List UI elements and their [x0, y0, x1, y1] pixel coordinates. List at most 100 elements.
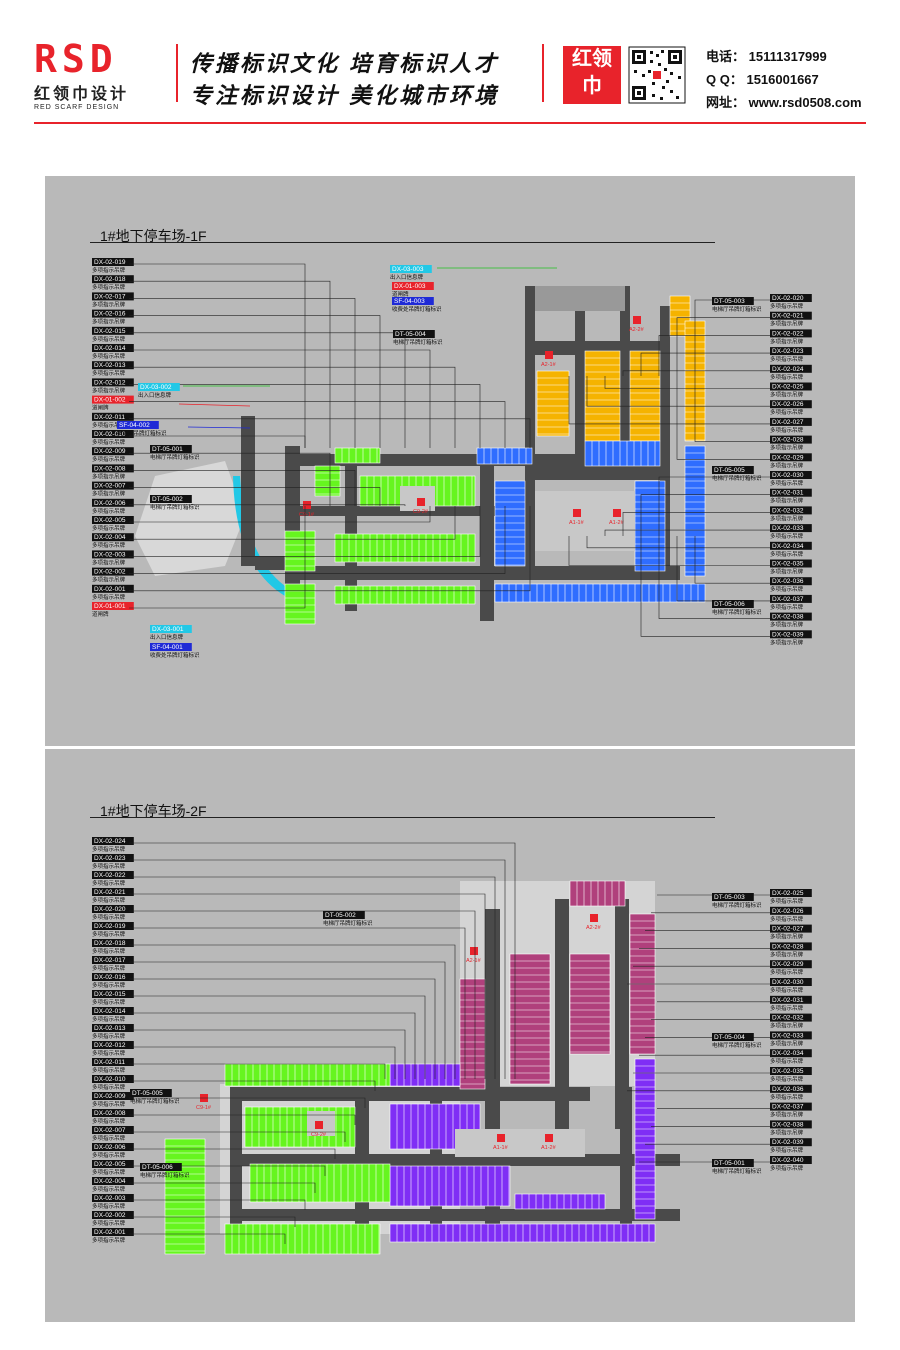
- phone-value: 15111317999: [748, 49, 827, 64]
- leader-line: [640, 536, 770, 637]
- page-header: RSD 红领巾设计 RED SCARF DESIGN 传播标识文化 培育标识人才…: [0, 0, 900, 130]
- sign-description: 多项指示吊牌: [92, 1100, 126, 1108]
- leader-line: [129, 1012, 416, 1079]
- elevator-core-label: C9-2#: [311, 1132, 327, 1138]
- parking-zone: [584, 440, 661, 467]
- leader-line: [129, 506, 306, 609]
- web-value: www.rsd0508.com: [748, 95, 862, 110]
- sign-description: 多项指示吊牌: [92, 1185, 126, 1193]
- leader-line: [694, 376, 770, 442]
- sign-description: 道闸牌: [92, 404, 109, 412]
- sign-code-tag: [92, 447, 134, 456]
- driveway: [575, 286, 585, 476]
- sign-description: 多项指示吊牌: [770, 1022, 804, 1030]
- sign-code-tag: [92, 326, 134, 335]
- sign-code-tag: [150, 495, 192, 503]
- sign-description: 道闸牌: [392, 290, 409, 298]
- sign-description: 多项指示吊牌: [92, 455, 126, 463]
- parking-zone: [389, 1223, 656, 1243]
- sign-code: DX-02-010: [94, 431, 126, 438]
- sign-description: 多项指示吊牌: [770, 568, 804, 576]
- sign-code: DX-02-021: [772, 313, 804, 320]
- sign-description: 多项指示吊牌: [92, 369, 126, 377]
- sign-description: 多项指示吊牌: [92, 472, 126, 480]
- qr-code-icon: [628, 46, 686, 104]
- qq-value: 1516001667: [746, 72, 819, 87]
- sign-description: 多项指示吊牌: [770, 408, 804, 416]
- sign-code: DX-02-024: [772, 366, 804, 373]
- sign-description: 电梯厅吊牌灯箱标识: [712, 305, 762, 313]
- sign-code-tag: [92, 1075, 134, 1083]
- floor-1-plan-drawing: A1-1#A1-2#C9-1#C9-2#A2-1#A2-2#DX-02-019多…: [92, 258, 812, 659]
- stall-divider: [285, 537, 315, 567]
- sign-description: 多项指示吊牌: [92, 1134, 126, 1142]
- logo-chinese-name: 红领巾设计: [34, 86, 130, 103]
- sign-code: DT-05-001: [152, 446, 183, 453]
- sign-description: 出入口信息牌: [390, 273, 424, 281]
- driveway: [620, 1087, 632, 1237]
- sign-code: DX-02-003: [94, 1195, 126, 1202]
- sign-code-tag: [92, 888, 134, 896]
- sign-code: DX-02-008: [94, 1110, 126, 1117]
- sign-code: DX-02-007: [94, 483, 126, 490]
- sign-description: 多项指示吊牌: [770, 514, 804, 522]
- sign-code: DX-01-001: [94, 603, 126, 610]
- sign-description: 多项指示吊牌: [770, 897, 804, 905]
- sign-description: 多项指示吊牌: [770, 933, 804, 941]
- sign-description: 多项指示吊牌: [92, 1202, 126, 1210]
- sign-description: 多项指示吊牌: [92, 1015, 126, 1023]
- sign-description: 收费处吊牌灯箱标识: [150, 651, 200, 659]
- leader-line: [129, 401, 506, 448]
- sign-code: DX-02-035: [772, 561, 804, 568]
- parking-zone: [569, 953, 611, 1055]
- sign-description: 多项指示吊牌: [770, 302, 804, 310]
- sign-code: DX-01-003: [394, 283, 426, 290]
- sign-code-tag: [92, 1160, 134, 1168]
- parking-zone: [514, 1193, 606, 1210]
- leader-line: [129, 1148, 336, 1159]
- sign-code-tag: [150, 643, 192, 651]
- sign-code: DX-02-010: [94, 1076, 126, 1083]
- sign-description: 多项指示吊牌: [92, 490, 126, 498]
- sign-code-tag: [92, 1177, 134, 1185]
- leader-line: [129, 995, 426, 1079]
- parking-zone: [314, 465, 341, 497]
- sign-description: 电梯厅吊牌灯箱标识: [323, 919, 373, 927]
- sign-code: DX-02-038: [772, 614, 804, 621]
- sign-code-tag: [92, 516, 134, 524]
- elevator-core-label: A2-1#: [466, 958, 482, 964]
- sign-description: 多项指示吊牌: [92, 930, 126, 938]
- sign-code-tag: [150, 625, 192, 633]
- parking-stall-lines: [570, 960, 610, 1053]
- sign-description: 多项指示吊牌: [770, 1128, 804, 1136]
- sign-code-tag: [92, 275, 134, 284]
- leader-line: [676, 317, 770, 376]
- leader-line: [586, 536, 770, 549]
- sign-code: DX-02-012: [94, 1042, 126, 1049]
- sign-code: DX-02-027: [772, 419, 804, 426]
- sign-code-tag: [770, 924, 812, 933]
- sign-description: 多项指示吊牌: [92, 913, 126, 921]
- leader-line: [129, 978, 436, 1079]
- service-room: [535, 286, 625, 311]
- leader-line: [129, 506, 506, 574]
- parking-stall-lines: [341, 448, 378, 463]
- sign-description: 多项指示吊牌: [92, 421, 126, 429]
- logo-english-name: RED SCARF DESIGN: [34, 104, 120, 111]
- parking-zone: [459, 978, 486, 1090]
- elevator-icon: [497, 1134, 505, 1142]
- contact-phone: 电话： 15111317999: [706, 46, 827, 65]
- contact-qq: Q Q： 1516001667: [706, 69, 819, 88]
- sign-code: DX-02-033: [772, 1032, 804, 1039]
- sign-code-tag: [92, 550, 134, 559]
- sign-code-tag: [92, 990, 134, 998]
- sign-code: DX-02-004: [94, 534, 126, 541]
- leader-line: [129, 1063, 386, 1079]
- sign-description: 多项指示吊牌: [770, 1039, 804, 1047]
- stall-divider: [165, 1145, 205, 1252]
- parking-zone: [389, 1165, 511, 1207]
- sign-code: DX-02-035: [772, 1068, 804, 1075]
- driveway: [660, 306, 670, 576]
- stall-divider: [315, 472, 340, 495]
- leader-line: [129, 961, 446, 1079]
